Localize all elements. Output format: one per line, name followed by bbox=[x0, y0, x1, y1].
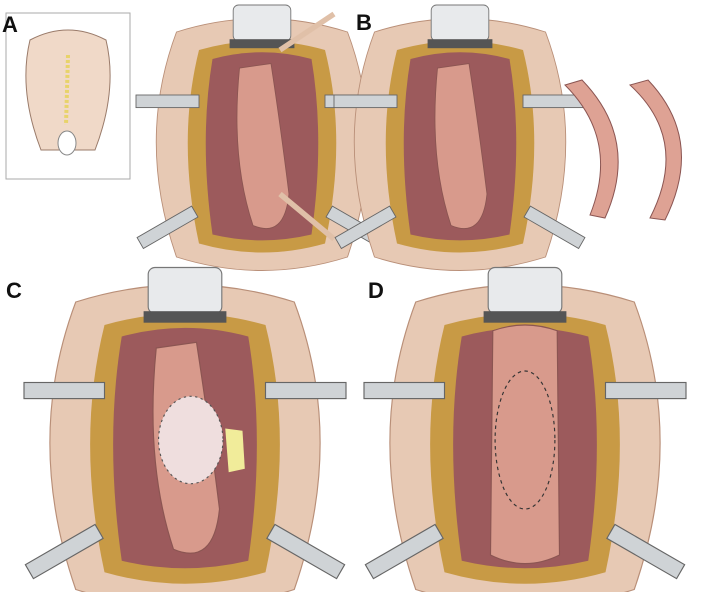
panel-a-inset bbox=[5, 12, 131, 180]
panel-b-field bbox=[333, 4, 587, 271]
panel-label-c: C bbox=[6, 278, 22, 303]
panel-d-field bbox=[363, 266, 687, 592]
panel-c-field bbox=[23, 266, 347, 592]
panel-label-d: D bbox=[368, 278, 384, 303]
panel-b-vessel-segments bbox=[564, 79, 682, 221]
panel-label-a: A bbox=[2, 12, 18, 37]
panel-a-field bbox=[135, 4, 389, 271]
panel-label-b: B bbox=[356, 10, 372, 35]
